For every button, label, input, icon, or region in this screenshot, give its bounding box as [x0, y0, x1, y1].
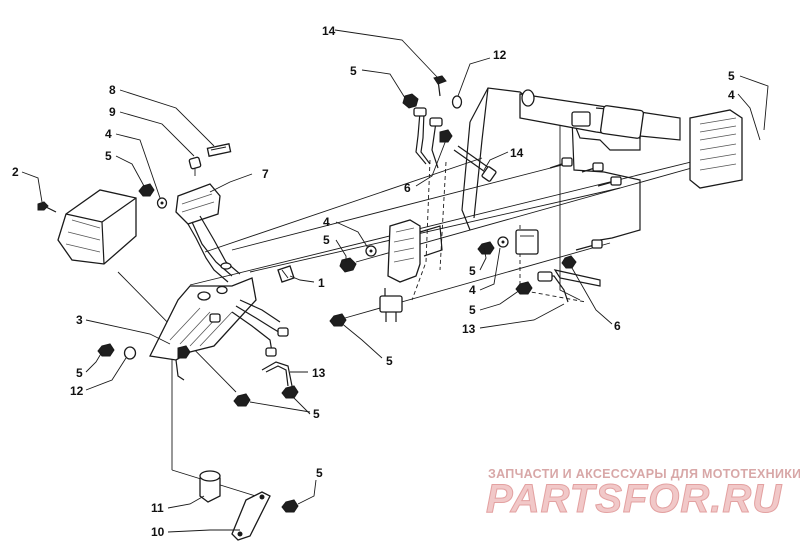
control-bracket-3: [149, 277, 257, 381]
callout-6-top: 6: [404, 181, 411, 195]
clamp-13: [233, 361, 299, 407]
callout-13-lower: 13: [312, 366, 326, 380]
lead-switch-13: [515, 255, 577, 303]
callout-4-right: 4: [728, 88, 735, 102]
callout-9: 9: [109, 105, 116, 119]
callout-12-lower-left: 12: [70, 384, 84, 398]
callout-10: 10: [151, 525, 165, 539]
callout-1: 1: [318, 276, 325, 290]
callout-5-right-mid: 5: [469, 264, 476, 278]
callout-4-center: 4: [323, 215, 330, 229]
watermark-tagline: ЗАПЧАСТИ И АКСЕССУАРЫ ДЛЯ МОТОТЕХНИКИ: [488, 467, 800, 481]
callout-7: 7: [262, 167, 269, 181]
callout-5-left: 5: [105, 149, 112, 163]
callout-5-bracket: 5: [386, 354, 393, 368]
callout-5-right: 5: [728, 69, 735, 83]
stud-4: [575, 239, 603, 251]
callout-5-top: 5: [350, 64, 357, 78]
callout-8: 8: [109, 83, 116, 97]
label-tag-8: [206, 143, 232, 157]
top-fastener-set: [402, 75, 463, 109]
connector-9: [188, 156, 202, 176]
callout-4-left: 4: [105, 127, 112, 141]
callout-5-lower: 5: [313, 407, 320, 421]
isolator-link-assembly: [199, 470, 299, 541]
fasteners-upper-left: [138, 183, 168, 209]
callout-2: 2: [12, 165, 19, 179]
studs-group: [549, 157, 622, 251]
relay-center-right: [477, 229, 539, 255]
callout-6-right: 6: [614, 319, 621, 333]
module-7: [175, 183, 241, 283]
regulator-module-center: [387, 219, 443, 283]
watermark: ЗАПЧАСТИ И АКСЕССУАРЫ ДЛЯ МОТОТЕХНИКИ PA…: [486, 467, 800, 522]
callout-5-right-low: 5: [469, 303, 476, 317]
callout-3: 3: [76, 313, 83, 327]
fasteners-lower-left: [97, 343, 137, 360]
bracket-leads-center: [329, 288, 403, 327]
callout-numbers: 14 12 5 14 6 5 4 4 5 5 4 5 13 6 5 1 7 8 …: [12, 24, 735, 539]
watermark-logo: PARTSFOR.RU: [486, 477, 782, 521]
callout-14-mid: 14: [510, 146, 524, 160]
harness-connector-top: [413, 107, 453, 169]
callout-4-right-mid: 4: [469, 283, 476, 297]
callout-5-bottom: 5: [316, 466, 323, 480]
stud-2: [581, 162, 604, 173]
chassis-frame-panel: [411, 87, 743, 303]
callout-13-right: 13: [462, 322, 476, 336]
callout-12-top: 12: [493, 48, 507, 62]
callout-5-lower-left: 5: [76, 366, 83, 380]
stud-3: [597, 176, 622, 187]
clip-1: [277, 265, 295, 283]
callout-11: 11: [151, 501, 164, 515]
stud-1: [549, 157, 573, 169]
callout-5-center: 5: [323, 233, 330, 247]
module-fasteners: [339, 245, 377, 273]
leader-lines: [21, 29, 769, 533]
harness-branch: [209, 299, 289, 357]
switch-block-2: [37, 189, 137, 265]
callout-14-top: 14: [322, 24, 336, 38]
diagonal-bolt: [453, 145, 497, 182]
